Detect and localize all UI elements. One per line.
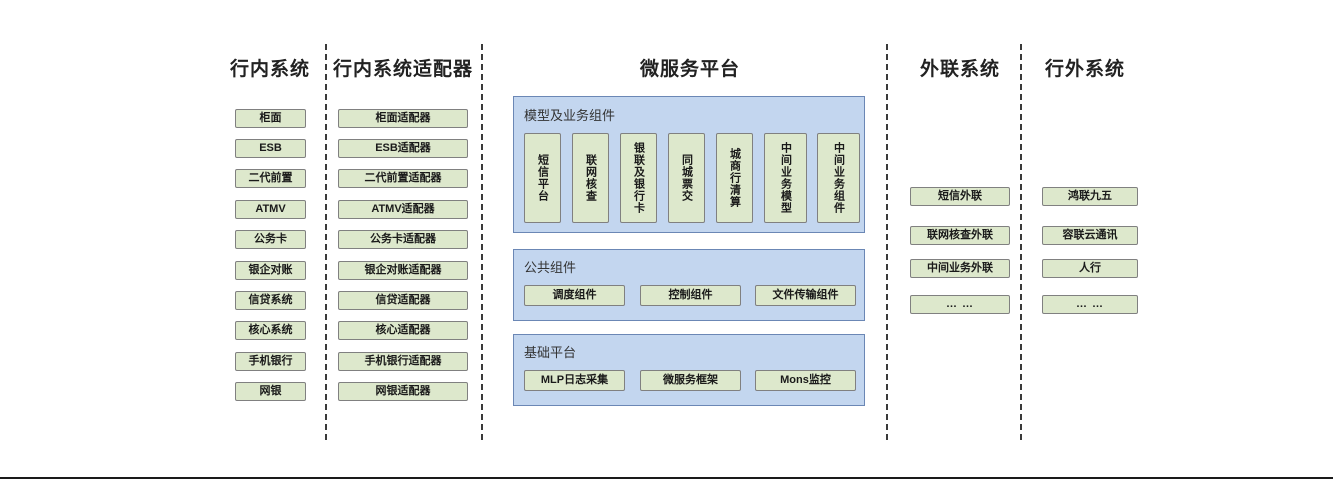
node-in-bank-system-9[interactable]: 手机银行 xyxy=(235,352,306,371)
node-in-bank-system-3[interactable]: 二代前置 xyxy=(235,169,306,188)
column-separator-4 xyxy=(1020,44,1022,440)
column-header-microservice-platform: 微服务平台 xyxy=(639,59,740,80)
node-external-link-1[interactable]: 短信外联 xyxy=(910,187,1010,206)
node-outside-bank-1[interactable]: 鸿联九五 xyxy=(1042,187,1138,206)
node-external-link-more[interactable]: … … xyxy=(910,295,1010,314)
column-header-in-bank-systems: 行内系统 xyxy=(229,59,310,80)
node-in-bank-adapter-2[interactable]: ESB适配器 xyxy=(338,139,468,158)
column-separator-3 xyxy=(886,44,888,440)
node-in-bank-system-5[interactable]: 公务卡 xyxy=(235,230,306,249)
node-model-component-3[interactable]: 银联及银行卡 xyxy=(620,133,657,223)
node-base-platform-3[interactable]: Mons监控 xyxy=(755,370,856,391)
node-in-bank-adapter-6[interactable]: 银企对账适配器 xyxy=(338,261,468,280)
node-in-bank-system-6[interactable]: 银企对账 xyxy=(235,261,306,280)
column-header-in-bank-adapters: 行内系统适配器 xyxy=(332,59,473,80)
node-in-bank-adapter-10[interactable]: 网银适配器 xyxy=(338,382,468,401)
node-base-platform-2[interactable]: 微服务框架 xyxy=(640,370,741,391)
panel-title-base-platform: 基础平台 xyxy=(524,345,577,360)
node-in-bank-system-8[interactable]: 核心系统 xyxy=(235,321,306,340)
node-model-component-2[interactable]: 联网核查 xyxy=(572,133,609,223)
node-public-component-3[interactable]: 文件传输组件 xyxy=(755,285,856,306)
node-outside-bank-3[interactable]: 人行 xyxy=(1042,259,1138,278)
node-in-bank-system-1[interactable]: 柜面 xyxy=(235,109,306,128)
node-in-bank-adapter-3[interactable]: 二代前置适配器 xyxy=(338,169,468,188)
node-in-bank-adapter-4[interactable]: ATMV适配器 xyxy=(338,200,468,219)
node-model-component-5[interactable]: 城商行清算 xyxy=(716,133,753,223)
node-in-bank-system-2[interactable]: ESB xyxy=(235,139,306,158)
node-in-bank-system-10[interactable]: 网银 xyxy=(235,382,306,401)
node-external-link-3[interactable]: 中间业务外联 xyxy=(910,259,1010,278)
node-model-component-6[interactable]: 中间业务模型 xyxy=(764,133,807,223)
node-in-bank-adapter-9[interactable]: 手机银行适配器 xyxy=(338,352,468,371)
panel-title-public-components: 公共组件 xyxy=(524,260,577,275)
node-base-platform-1[interactable]: MLP日志采集 xyxy=(524,370,625,391)
node-in-bank-adapter-8[interactable]: 核心适配器 xyxy=(338,321,468,340)
column-header-outside-bank-systems: 行外系统 xyxy=(1044,59,1125,80)
column-header-external-link-systems: 外联系统 xyxy=(919,59,1000,80)
panel-title-model-business-components: 模型及业务组件 xyxy=(524,108,616,123)
node-in-bank-adapter-7[interactable]: 信贷适配器 xyxy=(338,291,468,310)
column-separator-1 xyxy=(325,44,327,440)
node-outside-bank-more[interactable]: … … xyxy=(1042,295,1138,314)
node-public-component-2[interactable]: 控制组件 xyxy=(640,285,741,306)
node-in-bank-adapter-1[interactable]: 柜面适配器 xyxy=(338,109,468,128)
bottom-divider xyxy=(0,477,1333,479)
node-model-component-7[interactable]: 中间业务组件 xyxy=(817,133,860,223)
node-model-component-4[interactable]: 同城票交 xyxy=(668,133,705,223)
column-separator-2 xyxy=(481,44,483,440)
node-model-component-1[interactable]: 短信平台 xyxy=(524,133,561,223)
node-outside-bank-2[interactable]: 容联云通讯 xyxy=(1042,226,1138,245)
node-in-bank-adapter-5[interactable]: 公务卡适配器 xyxy=(338,230,468,249)
node-public-component-1[interactable]: 调度组件 xyxy=(524,285,625,306)
node-in-bank-system-4[interactable]: ATMV xyxy=(235,200,306,219)
node-external-link-2[interactable]: 联网核查外联 xyxy=(910,226,1010,245)
node-in-bank-system-7[interactable]: 信贷系统 xyxy=(235,291,306,310)
